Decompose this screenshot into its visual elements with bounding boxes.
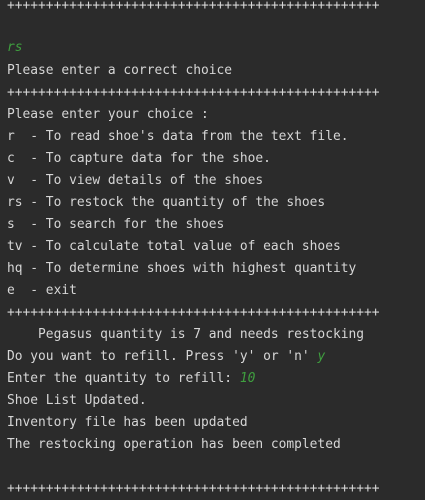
file-updated-message: Inventory file has been updated bbox=[7, 415, 248, 430]
menu-item-view: v - To view details of the shoes bbox=[7, 173, 264, 188]
menu-item-restock: rs - To restock the quantity of the shoe… bbox=[7, 195, 326, 210]
completed-message: The restocking operation has been comple… bbox=[7, 437, 341, 452]
separator-line: ++++++++++++++++++++++++++++++++++++++++… bbox=[7, 305, 380, 320]
list-updated-message: Shoe List Updated. bbox=[7, 393, 147, 408]
user-input-quantity: 10 bbox=[239, 371, 256, 386]
restock-notice: Pegasus quantity is 7 and needs restocki… bbox=[7, 327, 364, 342]
menu-item-read: r - To read shoe's data from the text fi… bbox=[7, 129, 349, 144]
menu-item-exit: e - exit bbox=[7, 283, 77, 298]
menu-item-highest-quantity: hq - To determine shoes with highest qua… bbox=[7, 261, 357, 276]
separator-line: ++++++++++++++++++++++++++++++++++++++++… bbox=[7, 481, 380, 496]
menu-item-search: s - To search for the shoes bbox=[7, 217, 225, 232]
separator-line: ++++++++++++++++++++++++++++++++++++++++… bbox=[7, 85, 380, 100]
quantity-prompt: Enter the quantity to refill: bbox=[7, 371, 240, 386]
quantity-prompt-line: Enter the quantity to refill: 10 bbox=[7, 368, 255, 390]
refill-prompt-line: Do you want to refill. Press 'y' or 'n' … bbox=[7, 346, 325, 368]
user-input-refill: y bbox=[317, 349, 326, 364]
menu-title: Please enter your choice : bbox=[7, 107, 209, 122]
refill-prompt: Do you want to refill. Press 'y' or 'n' bbox=[7, 349, 318, 364]
user-input-choice: rs bbox=[7, 40, 23, 55]
menu-item-capture: c - To capture data for the shoe. bbox=[7, 151, 271, 166]
invalid-choice-message: Please enter a correct choice bbox=[7, 63, 233, 78]
menu-item-total-value: tv - To calculate total value of each sh… bbox=[7, 239, 341, 254]
separator-line: ++++++++++++++++++++++++++++++++++++++++… bbox=[7, 0, 380, 13]
